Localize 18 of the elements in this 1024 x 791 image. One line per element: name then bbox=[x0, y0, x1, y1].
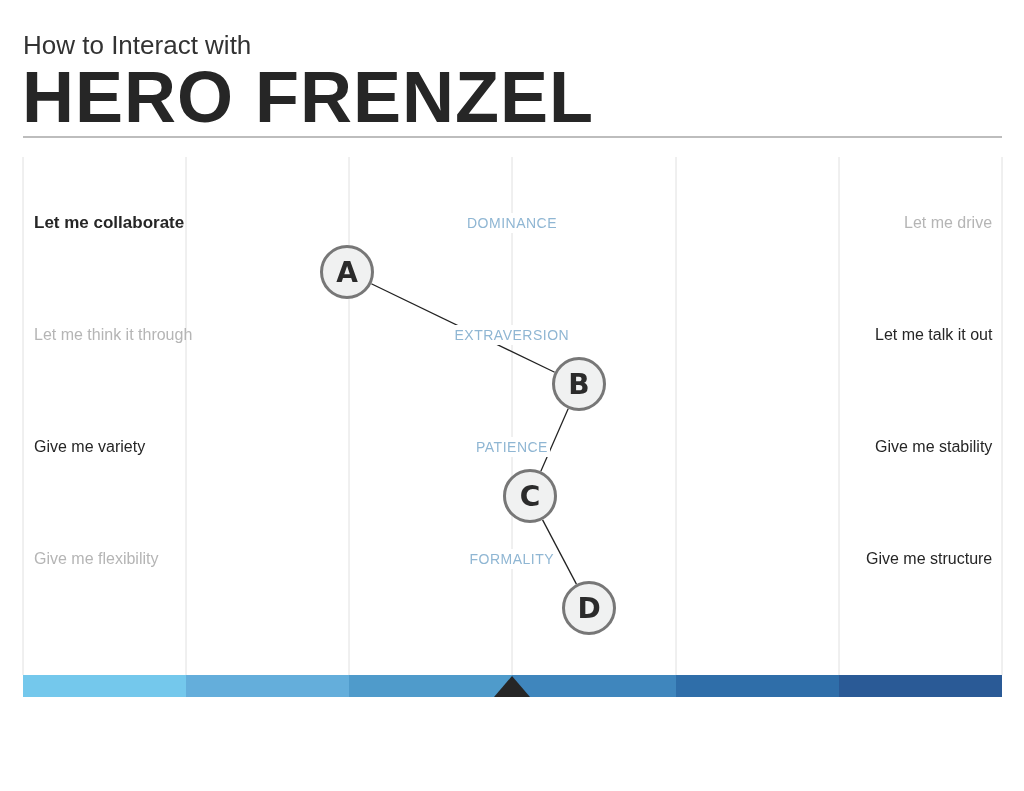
trait-label: Let me talk it out bbox=[875, 325, 993, 345]
letter-circle: C bbox=[503, 469, 557, 523]
letter-circle: D bbox=[562, 581, 616, 635]
trait-label: Let me think it through bbox=[34, 325, 193, 345]
connector-line bbox=[541, 519, 578, 585]
factor-label: PATIENCE bbox=[474, 437, 550, 457]
connector-line bbox=[540, 408, 569, 472]
trait-label: Let me collaborate bbox=[34, 213, 185, 233]
letter-circle: A bbox=[320, 245, 374, 299]
subtitle: How to Interact with bbox=[23, 30, 252, 60]
factor-label: FORMALITY bbox=[467, 549, 557, 569]
letter-circle: B bbox=[552, 357, 606, 411]
trait-label: Let me drive bbox=[904, 213, 993, 233]
trait-label: Give me stability bbox=[875, 437, 993, 457]
title: HERO FRENZEL bbox=[22, 58, 594, 136]
trait-label: Give me structure bbox=[866, 549, 993, 569]
trait-label: Give me variety bbox=[34, 437, 146, 457]
trait-label: Give me flexibility bbox=[34, 549, 159, 569]
